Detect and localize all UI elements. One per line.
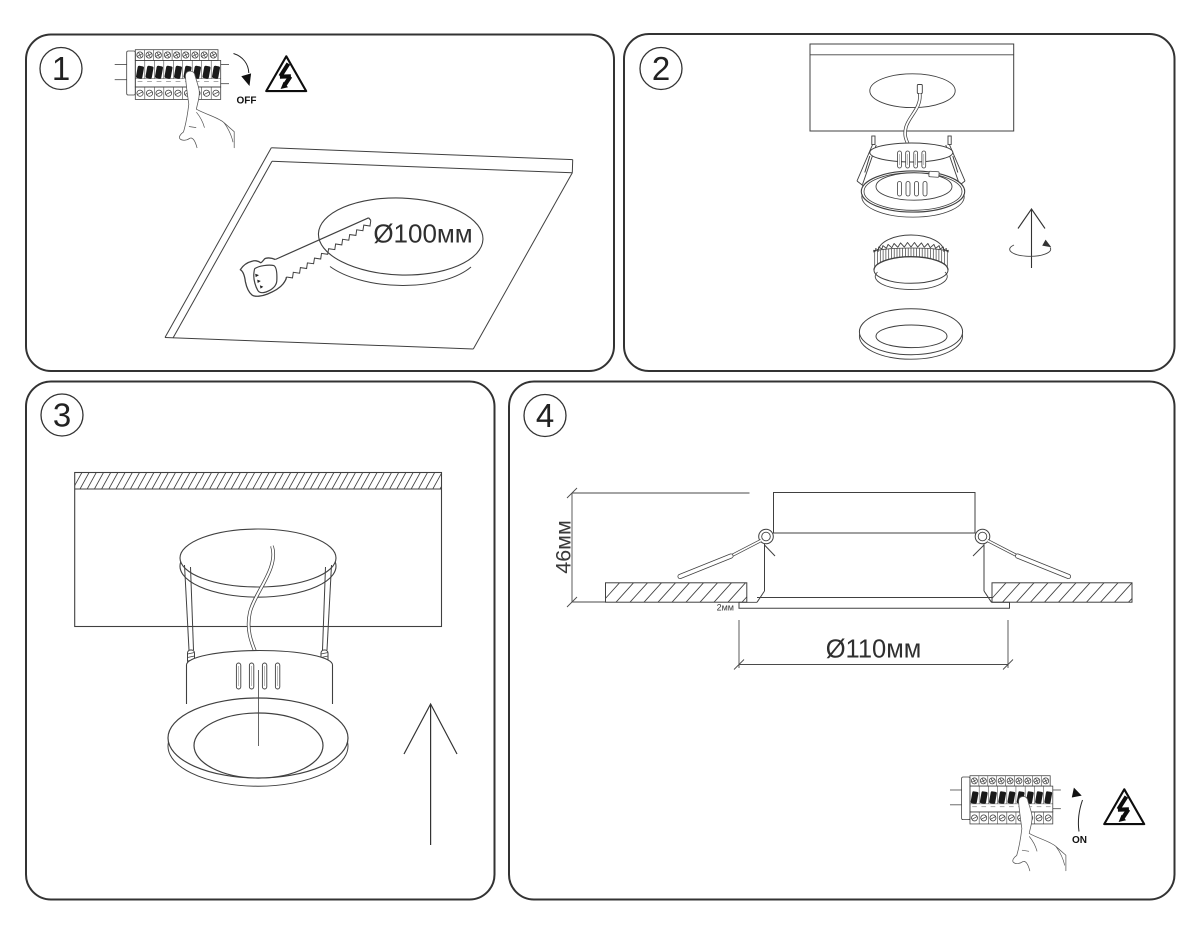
svg-text:ON: ON xyxy=(1072,835,1087,846)
svg-text:2мм: 2мм xyxy=(717,603,734,613)
svg-text:2: 2 xyxy=(652,50,670,87)
svg-text:OFF: OFF xyxy=(237,95,257,106)
svg-text:Ø100мм: Ø100мм xyxy=(373,219,472,249)
svg-text:46мм: 46мм xyxy=(552,520,576,573)
svg-text:4: 4 xyxy=(536,397,554,434)
svg-text:1: 1 xyxy=(52,50,70,87)
svg-text:Ø110мм: Ø110мм xyxy=(826,636,922,664)
svg-text:3: 3 xyxy=(53,397,71,434)
